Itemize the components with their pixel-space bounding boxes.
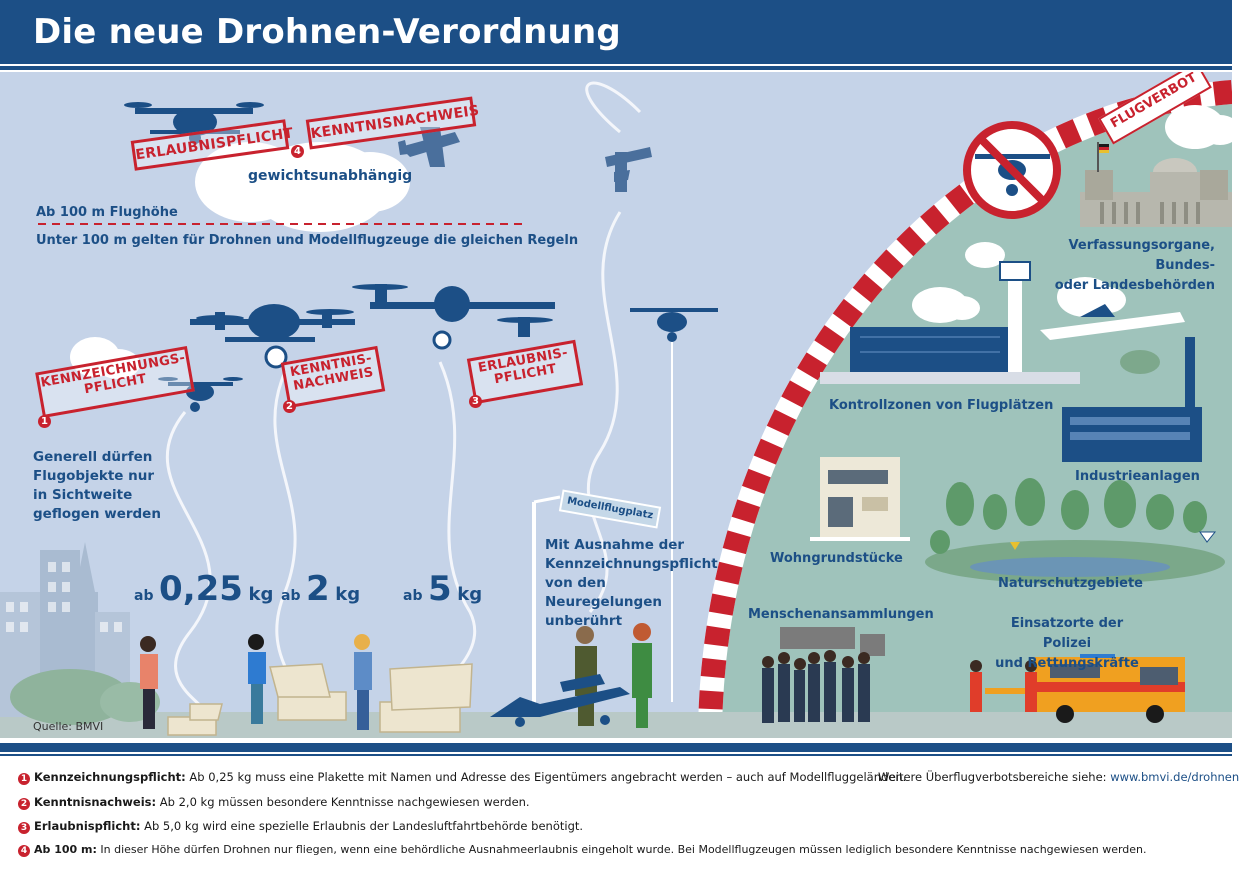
clouds [70, 105, 1232, 379]
more-info-text: Weitere Überflugverbotsbereiche siehe: [878, 770, 1111, 784]
note-number: 4 [18, 845, 30, 857]
large-drone-graphic [352, 284, 555, 350]
weight-value: 0,25 [159, 569, 243, 609]
weight-boxes [167, 663, 473, 736]
zone-verfassungsorgane-line2: oder Landesbehörden [1054, 278, 1215, 293]
crowd-graphic [762, 627, 885, 723]
bmvi-link[interactable]: www.bmvi.de/drohnen [1110, 770, 1240, 784]
weight-value: 5 [428, 569, 452, 609]
zone-naturschutzgebiete: Naturschutzgebiete [998, 576, 1143, 591]
note-4: 4 Ab 100 m: In dieser Höhe dürfen Drohnen… [18, 843, 1147, 857]
zone-verfassungsorgane: Verfassungsorgane, Bundes- oder Landesbe… [1030, 236, 1215, 296]
weight-2kg: ab 2 kg [281, 569, 360, 609]
top-drone-graphic [124, 102, 264, 144]
note-term: Ab 100 m: [34, 843, 97, 856]
more-info: Weitere Überflugverbotsbereiche siehe: w… [878, 770, 1239, 784]
marker-3: 3 [469, 395, 482, 408]
zone-einsatzorte-line2: und Rettungskräfte [995, 656, 1139, 671]
weight-prefix: ab [403, 588, 423, 604]
airfield-drone-graphic [630, 308, 718, 342]
above-100m-label: Ab 100 m Flughöhe [36, 205, 178, 220]
infographic-scene: ERLAUBNISPFLICHT 4 KENNTNISNACHWEIS gewi… [0, 72, 1232, 738]
weight-unit: kg [248, 584, 274, 605]
zone-kontrollzonen: Kontrollzonen von Flugplätzen [829, 398, 1054, 413]
airport-graphic [820, 261, 1185, 384]
title-underline [0, 66, 1232, 70]
weight-prefix: ab [134, 588, 154, 604]
page-title: Die neue Drohnen-Verordnung [33, 12, 621, 52]
weight-prefix: ab [281, 588, 301, 604]
marker-4: 4 [291, 145, 304, 158]
note-number: 1 [18, 773, 30, 785]
nature-graphic [925, 478, 1225, 584]
footer-divider [0, 743, 1232, 752]
note-1: 1 Kennzeichnungspflicht: Ab 0,25 kg muss … [18, 770, 906, 785]
note-number: 3 [18, 822, 30, 834]
reichstag-graphic [1080, 142, 1232, 227]
zone-verfassungsorgane-line1: Verfassungsorgane, Bundes- [1068, 238, 1215, 273]
top-plane-graphic [398, 127, 460, 167]
zone-einsatzorte: Einsatzorte der Polizei und Rettungskräf… [988, 614, 1146, 674]
model-plane-graphic [490, 674, 630, 727]
note-term: Kenntnisnachweis: [34, 795, 157, 809]
zone-menschenansammlungen: Menschenansammlungen [748, 607, 934, 622]
source-label: Quelle: BMVI [33, 720, 104, 733]
weight-unit: kg [457, 584, 483, 605]
below-100m-label: Unter 100 m gelten für Drohnen und Model… [36, 233, 579, 248]
weight-5kg: ab 5 kg [403, 569, 482, 609]
small-drone-graphic [158, 377, 243, 412]
stunt-plane-graphic [605, 147, 652, 192]
note-text: Ab 2,0 kg müssen besondere Kenntnisse na… [156, 795, 530, 809]
no-drone-sign-graphic [963, 121, 1061, 219]
note-text: Ab 0,25 kg muss eine Plakette mit Namen … [185, 770, 907, 784]
note-text: Ab 5,0 kg wird eine spezielle Erlaubnis … [140, 819, 584, 833]
marker-1: 1 [38, 415, 51, 428]
house-graphic [810, 457, 910, 541]
industry-graphic [1062, 337, 1202, 462]
note-term: Erlaubnispflicht: [34, 819, 141, 833]
weight-independent-label: gewichtsunabhängig [248, 168, 413, 184]
zone-wohngrundstuecke: Wohngrundstücke [770, 551, 903, 566]
exception-text: Mit Ausnahme der Kennzeichnungspflicht v… [545, 537, 718, 629]
weight-unit: kg [335, 584, 361, 605]
ambulance-graphic [970, 654, 1185, 723]
note-text: In dieser Höhe dürfen Drohnen nur fliege… [96, 843, 1147, 856]
title-bar: Die neue Drohnen-Verordnung [0, 0, 1232, 64]
note-number: 2 [18, 798, 30, 810]
line-of-sight-text: Generell dürfen Flugobjekte nur in Sicht… [33, 449, 161, 522]
weight-value: 2 [306, 569, 330, 609]
footer-divider-thin [0, 754, 1232, 756]
zone-einsatzorte-line1: Einsatzorte der Polizei [1010, 616, 1124, 651]
marker-2: 2 [283, 400, 296, 413]
medium-drone-graphic [190, 304, 355, 369]
note-3: 3 Erlaubnispflicht: Ab 5,0 kg wird eine s… [18, 819, 583, 834]
note-2: 2 Kenntnisnachweis: Ab 2,0 kg müssen beso… [18, 795, 530, 810]
zone-industrieanlagen: Industrieanlagen [1075, 469, 1200, 484]
note-term: Kennzeichnungspflicht: [34, 770, 186, 784]
weight-025kg: ab 0,25 kg [134, 569, 273, 609]
